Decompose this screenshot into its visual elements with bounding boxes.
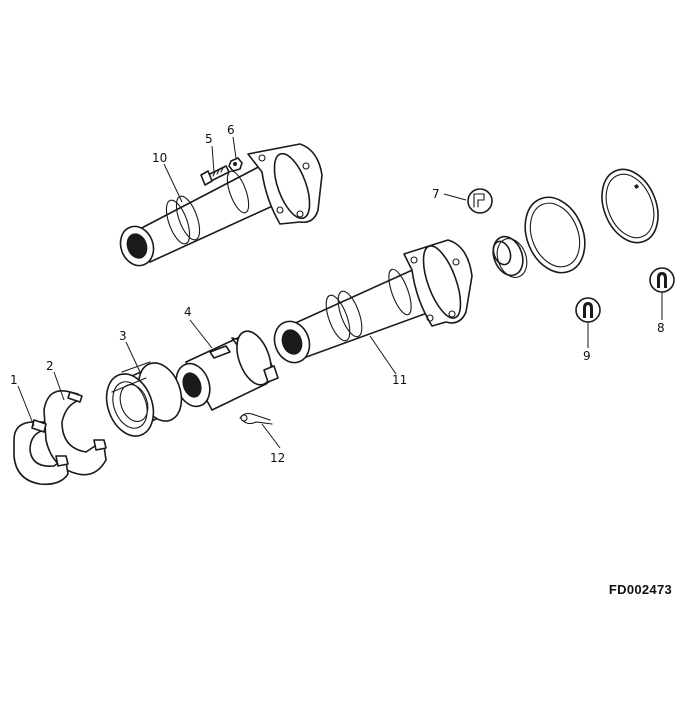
callout-9: 9 [583, 349, 591, 363]
part-4-housing [175, 330, 279, 411]
drawing-reference-code: FD002473 [608, 582, 672, 597]
part-12-pin [239, 412, 273, 425]
part-1-clamp-half [13, 419, 69, 486]
callout-6: 6 [227, 123, 235, 137]
callout-1: 1 [10, 373, 18, 387]
callout-5: 5 [205, 132, 213, 146]
part-6-nut [228, 157, 243, 172]
part-3-bearing [105, 361, 183, 437]
callout-8: 8 [657, 321, 665, 335]
part-10-flanged-shaft [119, 143, 323, 267]
leader-lines [17, 136, 663, 449]
part-11-flanged-shaft [273, 239, 473, 364]
part-7-seal [467, 188, 528, 278]
callout-4: 4 [184, 305, 192, 319]
part-5-bolt [200, 165, 230, 186]
callout-10: 10 [152, 151, 167, 165]
callout-2: 2 [46, 359, 54, 373]
callout-7: 7 [432, 187, 440, 201]
part-9-o-ring [524, 196, 601, 323]
callout-11: 11 [392, 373, 407, 387]
callout-12: 12 [270, 451, 285, 465]
part-8-o-ring [601, 168, 675, 293]
part-2-clamp-half [43, 390, 107, 476]
callout-3: 3 [119, 329, 127, 343]
